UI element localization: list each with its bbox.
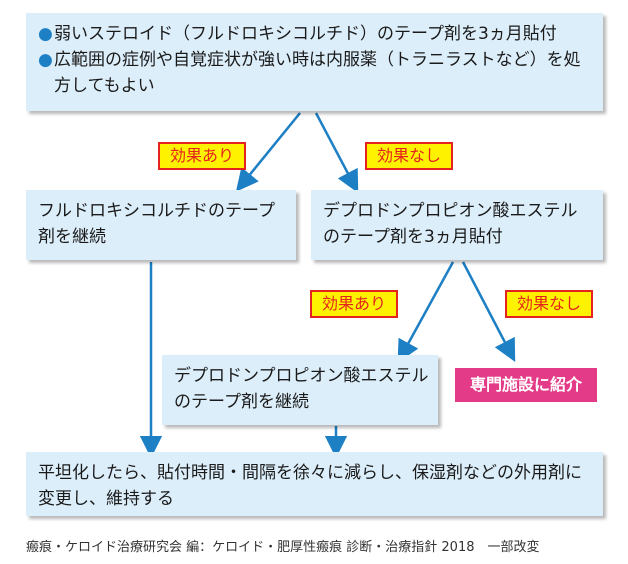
arrow-deprodone-to-specialist [461, 261, 516, 362]
bullet-icon: ● [38, 24, 53, 44]
tag-not-effective-1: 効果なし [365, 142, 453, 170]
deprodone-3month-box: デプロドンプロピオン酸エステル のテープ剤を3ヵ月貼付 [311, 190, 603, 260]
tag-effective-2: 効果あり [310, 290, 398, 318]
maintenance-box: 平坦化したら、貼付時間・間隔を徐々に減らし、保湿剤などの外用剤に 変更し、維持す… [26, 452, 603, 516]
fludroxy-continue-line-2: 剤を継続 [38, 227, 106, 247]
tag-not-effective-2: 効果なし [505, 290, 593, 318]
initial-treatment-text-1: 弱いステロイド（フルドロキシコルチド）のテープ剤を3ヵ月貼付 [54, 24, 557, 44]
deprodone-3month-line-1: デプロドンプロピオン酸エステル [323, 201, 578, 221]
initial-treatment-text-2a: 広範囲の症例や自覚症状が強い時は内服薬（トラニラストなど）を処 [54, 50, 581, 70]
bullet-icon: ● [38, 50, 53, 70]
arrow-top-to-deprodone [314, 112, 359, 193]
deprodone-continue-line-2: のテープ剤を継続 [174, 392, 309, 412]
deprodone-continue-box: デプロドンプロピオン酸エステル のテープ剤を継続 [162, 355, 438, 425]
maintenance-line-1: 平坦化したら、貼付時間・間隔を徐々に減らし、保湿剤などの外用剤に [38, 463, 582, 483]
fludroxy-continue-box: フルドロキシコルチドのテープ 剤を継続 [26, 190, 296, 260]
maintenance-line-2: 変更し、維持する [38, 489, 174, 509]
deprodone-continue-line-1: デプロドンプロピオン酸エステル [174, 366, 429, 386]
initial-treatment-item-1: ● 弱いステロイド（フルドロキシコルチド）のテープ剤を3ヵ月貼付 [38, 21, 591, 47]
initial-treatment-text-2b: 方してもよい [54, 76, 155, 96]
specialist-referral-badge: 専門施設に紹介 [455, 368, 597, 402]
initial-treatment-item-2-cont: 方してもよい [38, 73, 591, 99]
arrow-deprodone-to-continue [397, 261, 455, 363]
initial-treatment-box: ● 弱いステロイド（フルドロキシコルチド）のテープ剤を3ヵ月貼付 ● 広範囲の症… [26, 13, 603, 111]
source-citation: 瘢痕・ケロイド治療研究会 編：ケロイド・肥厚性瘢痕 診断・治療指針 2018 一… [26, 540, 540, 555]
initial-treatment-item-2: ● 広範囲の症例や自覚症状が強い時は内服薬（トラニラストなど）を処 [38, 47, 591, 73]
deprodone-3month-line-2: のテープ剤を3ヵ月貼付 [323, 227, 503, 247]
fludroxy-continue-line-1: フルドロキシコルチドのテープ [38, 201, 275, 221]
tag-effective-1: 効果あり [158, 142, 246, 170]
arrow-top-to-continue [235, 112, 301, 192]
